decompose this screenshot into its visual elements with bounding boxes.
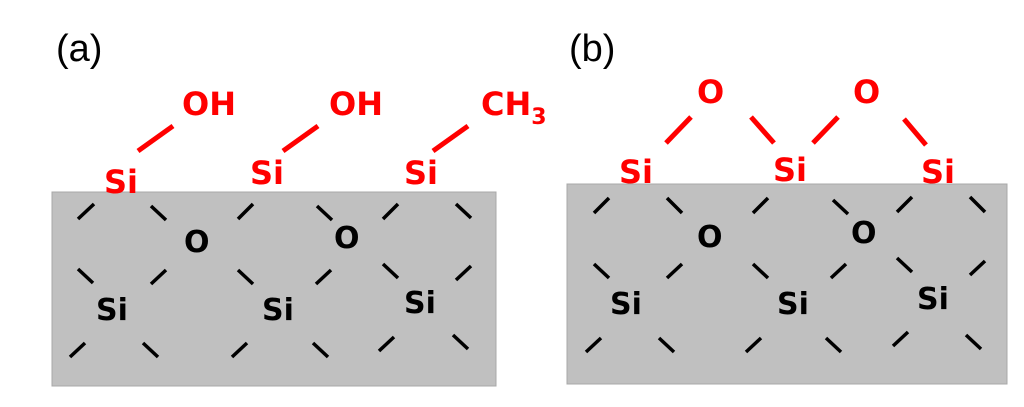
panel-b-bond <box>665 196 684 215</box>
panel-a-bulk-si-2: Si <box>262 293 294 328</box>
panel-b-bond <box>584 336 603 354</box>
panel-b-bond-o2-si3 <box>902 117 928 147</box>
panel-a-bond <box>451 333 470 351</box>
panel-b-surface-si-1: Si <box>619 153 653 191</box>
panel-a-bond <box>381 262 400 280</box>
panel-a-ch3-base: CH <box>481 85 531 123</box>
panel-a-bond <box>314 268 333 286</box>
panel-a-bulk-o-1: O <box>184 225 210 260</box>
panel-b-bulk-bonds <box>584 195 987 354</box>
panel-a-bond <box>141 341 160 359</box>
panel-b-surface-si-3: Si <box>921 153 955 191</box>
panel-a-substrate <box>51 191 497 387</box>
panel-b-bridge-o-2: O <box>853 73 880 111</box>
panel-b-bond <box>829 262 848 280</box>
panel-b-bond-si2-o2 <box>811 115 840 145</box>
panel-a-bond <box>236 268 255 286</box>
panel-a-bond <box>68 341 87 359</box>
panel-a: (a) Si Si Si OH OH CH3 O O Si Si Si <box>51 28 547 387</box>
panel-b-bond <box>665 262 684 280</box>
panel-b-bulk-si-2: Si <box>777 287 809 322</box>
panel-a-oh-1: OH <box>182 85 236 123</box>
panel-b-bulk-o-2: O <box>851 216 877 251</box>
panel-b-bulk-si-3: Si <box>917 282 949 317</box>
panel-b-bond <box>751 196 770 215</box>
panel-a-bulk-o-2: O <box>334 221 360 256</box>
panel-a-bond <box>381 202 400 221</box>
panel-b-substrate <box>566 183 1008 385</box>
panel-a-bond <box>311 341 330 359</box>
panel-a-bond <box>149 268 168 286</box>
panel-a-oh-2: OH <box>329 85 383 123</box>
panel-b-bond <box>831 198 850 216</box>
panel-a-bulk-bonds <box>68 202 473 359</box>
panel-b-bulk-si-1: Si <box>610 287 642 322</box>
panel-a-ch3: CH3 <box>481 85 547 130</box>
panel-a-bond <box>315 204 334 222</box>
panel-b: (b) Si Si Si O O O O Si Si Si <box>566 28 1008 385</box>
panel-b-bond-o1-si2 <box>749 115 776 145</box>
panel-b-bond <box>968 195 987 214</box>
panel-b-bulk-o-1: O <box>697 220 723 255</box>
panel-b-bond <box>824 336 843 354</box>
panel-b-bond <box>751 262 770 280</box>
panel-b-bond <box>895 195 914 214</box>
panel-b-bond <box>592 196 611 215</box>
panel-b-bond <box>744 336 763 354</box>
panel-b-bond <box>964 333 983 351</box>
panel-a-bond-si-ch3 <box>431 123 470 154</box>
panel-a-bond <box>76 202 96 221</box>
panel-a-label: (a) <box>56 28 102 70</box>
panel-b-bond <box>895 256 914 274</box>
panel-b-bond <box>968 259 987 277</box>
panel-a-bond <box>377 335 396 353</box>
panel-a-bond <box>230 341 249 359</box>
panel-b-label: (b) <box>569 28 615 70</box>
panel-a-bond <box>454 264 473 282</box>
panel-a-bond <box>454 202 473 220</box>
panel-b-bond <box>592 262 611 280</box>
panel-a-surface-si-3: Si <box>404 154 438 192</box>
panel-b-bond <box>657 336 676 354</box>
panel-b-bond <box>891 330 910 348</box>
panel-a-ch3-subscript: 3 <box>531 105 546 130</box>
panel-a-bulk-si-3: Si <box>404 286 436 321</box>
panel-a-surface-si-2: Si <box>250 154 284 192</box>
panel-a-bond-si-oh-1 <box>136 123 175 154</box>
panel-b-surface-si-2: Si <box>773 151 807 189</box>
panel-b-bridge-o-1: O <box>697 73 724 111</box>
panel-a-bond <box>149 204 168 222</box>
panel-a-bond <box>236 202 255 221</box>
panel-a-bond-si-oh-2 <box>281 123 320 154</box>
panel-a-surface-si-1: Si <box>104 163 138 201</box>
panel-a-bulk-si-1: Si <box>96 293 128 328</box>
panel-a-bond <box>76 267 95 285</box>
panel-b-bond-si1-o1 <box>664 115 693 145</box>
